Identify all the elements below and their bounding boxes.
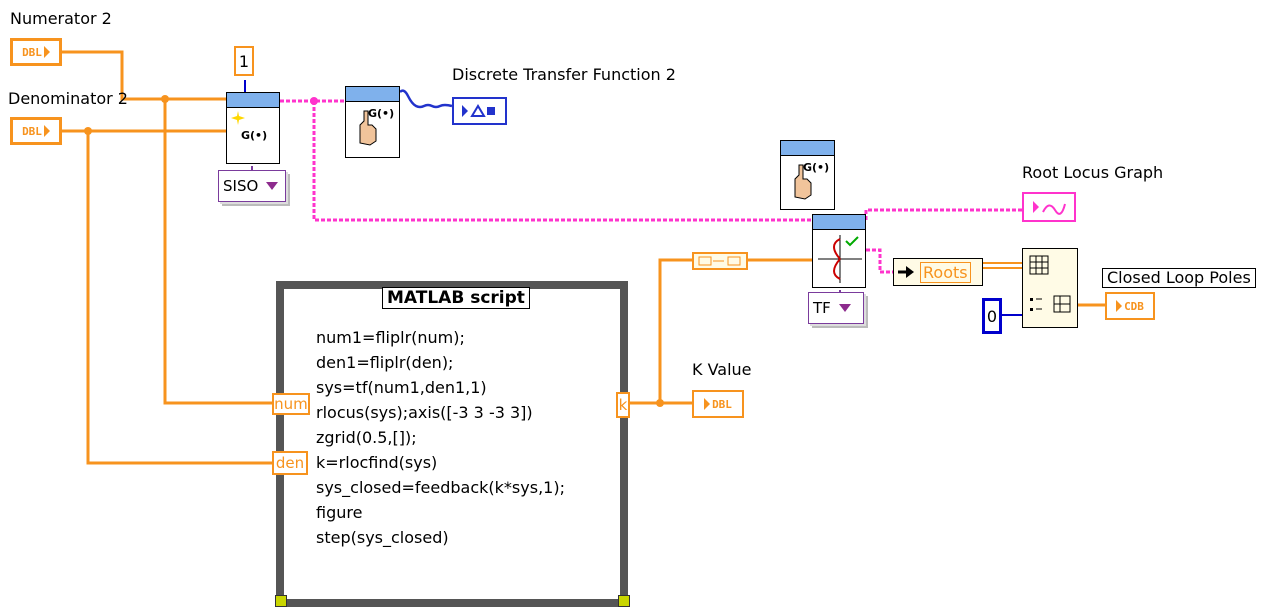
tf-ring[interactable]: TF [808, 292, 864, 324]
g-function-label: G(•) [368, 107, 395, 120]
arrow-left-icon [1116, 300, 1123, 312]
denominator-junction [84, 127, 92, 135]
k-value-label: K Value [692, 360, 752, 379]
model-branch-wire [312, 101, 812, 222]
root-locus-label: Root Locus Graph [1022, 163, 1164, 182]
matlab-code-line: step(sys_closed) [316, 528, 449, 547]
siso-ring[interactable]: SISO [218, 170, 286, 202]
array-icon [1029, 255, 1071, 313]
siso-ring-value: SISO [223, 177, 259, 195]
dropdown-icon [266, 182, 279, 190]
roots-unbundle-node[interactable]: Roots [893, 258, 983, 286]
hand-pointer-icon [794, 164, 812, 200]
closed-loop-poles-indicator[interactable]: CDB [1105, 292, 1155, 320]
rlocus-roots-wire [866, 248, 893, 274]
matlab-code[interactable]: num1=fliplr(num); den1=fliplr(den); sys=tf… [316, 325, 565, 550]
numerator-branch-wire [163, 99, 277, 405]
closed-loop-label: Closed Loop Poles [1102, 268, 1256, 288]
matlab-code-line: figure [316, 503, 363, 522]
root-locus-icon [818, 235, 862, 283]
matlab-code-line: num1=fliplr(num); [316, 328, 465, 347]
draw-tf-equation-vi-2[interactable]: G(•) [780, 140, 835, 210]
matlab-code-line: rlocus(sys);axis([-3 3 -3 3]) [316, 403, 533, 422]
vi-header [227, 93, 279, 108]
matlab-code-line: sys=tf(num1,den1,1) [316, 378, 487, 397]
vi-header [813, 215, 865, 230]
star-icon [231, 111, 245, 125]
poles-type: CDB [1124, 299, 1144, 313]
tf-ring-value: TF [813, 299, 831, 317]
arrow-right-icon [43, 125, 50, 137]
k-value-indicator[interactable]: DBL [692, 390, 744, 418]
denominator-branch-wire [86, 131, 277, 465]
denominator-control[interactable]: DBL [10, 117, 62, 145]
numerator-type: DBL [22, 45, 42, 59]
arrow-left-icon [704, 398, 711, 410]
constant-zero[interactable]: 0 [982, 298, 1002, 334]
discrete-tf-label: Discrete Transfer Function 2 [452, 65, 676, 84]
unbundle-node[interactable] [692, 252, 748, 270]
roots-label: Roots [920, 261, 971, 283]
model-junction [310, 97, 318, 105]
matlab-code-line: den1=fliplr(den); [316, 353, 454, 372]
corner-handle-left[interactable] [275, 595, 287, 607]
numerator-wire [62, 50, 226, 101]
matlab-code-line: zgrid(0.5,[]); [316, 428, 417, 447]
k-type: DBL [712, 397, 732, 411]
equation-display-icon [461, 104, 495, 117]
root-locus-graph-indicator[interactable] [1022, 192, 1076, 222]
index-array-node[interactable] [1022, 248, 1078, 328]
numerator-junction [161, 95, 169, 103]
corner-handle-right[interactable] [618, 595, 630, 607]
k-junction [656, 399, 664, 407]
vi-header [346, 87, 399, 102]
constant-one[interactable]: 1 [234, 46, 254, 76]
dropdown-icon [838, 304, 851, 312]
root-locus-vi[interactable] [812, 214, 866, 288]
arrow-right-icon [43, 46, 50, 58]
matlab-title: MATLAB script [382, 287, 530, 309]
num-input-tunnel[interactable]: num [272, 393, 310, 415]
vi-header [781, 141, 834, 156]
numerator-control[interactable]: DBL [10, 38, 62, 66]
graph-icon [1033, 201, 1066, 215]
discrete-tf-indicator[interactable] [452, 97, 507, 125]
hand-pointer-icon [359, 110, 377, 146]
g-function-label: G(•) [803, 161, 830, 174]
draw-tf-equation-vi[interactable]: G(•) [345, 86, 400, 158]
k-branch-wire [658, 258, 692, 403]
g-function-label: G(•) [241, 129, 268, 142]
tf-output-wire [399, 89, 453, 109]
bundle-icon [698, 256, 741, 266]
matlab-code-line: sys_closed=feedback(k*sys,1); [316, 478, 565, 497]
matlab-code-line: k=rlocfind(sys) [316, 453, 438, 472]
denominator-label: Denominator 2 [8, 89, 128, 108]
denominator-type: DBL [22, 124, 42, 138]
arrow-right-icon [898, 266, 914, 278]
numerator-label: Numerator 2 [10, 9, 112, 28]
matlab-script-node[interactable]: MATLAB script num1=fliplr(num); den1=flip… [276, 281, 628, 607]
k-output-tunnel[interactable]: k [616, 392, 630, 418]
den-input-tunnel[interactable]: den [272, 451, 308, 475]
construct-tf-model-vi[interactable]: G(•) [226, 92, 280, 164]
